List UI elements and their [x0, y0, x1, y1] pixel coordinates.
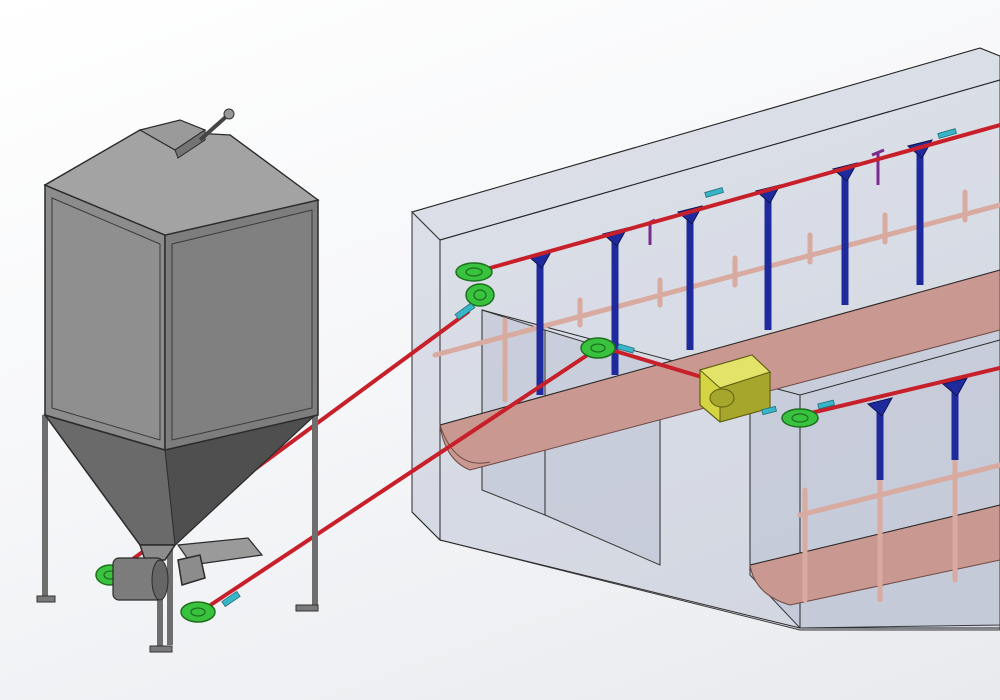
- water-pipe-upper: [432, 202, 1000, 358]
- feed-line-ceiling: [488, 123, 1000, 270]
- house-edge-top: [411, 47, 1000, 213]
- feed-line-supply-2: [198, 348, 597, 614]
- drop-funnel: [941, 377, 968, 397]
- feed-line-to-motor: [603, 346, 707, 380]
- water-pipe-lower: [797, 462, 1000, 518]
- silo-foot: [295, 604, 319, 612]
- drive-motor: [698, 354, 778, 423]
- pipe-joint: [221, 590, 241, 608]
- drop-funnel: [866, 397, 893, 417]
- corner-wheel-lower: [781, 408, 819, 428]
- trough-lower: [749, 504, 1000, 606]
- trough-upper-rim: [439, 269, 1000, 426]
- silo-roof-back: [43, 129, 320, 236]
- pipe-joint: [937, 128, 957, 139]
- trough-lower-rim: [749, 504, 1000, 566]
- feed-line-lower: [788, 366, 1000, 420]
- water-lines: [432, 189, 1000, 603]
- silo-outlet: [138, 544, 177, 561]
- pipe-joint: [704, 187, 724, 198]
- house-side-wall: [411, 210, 441, 542]
- house-mid-ridge: [481, 309, 1000, 396]
- silo-foot: [36, 595, 56, 603]
- pipe-joint: [817, 399, 835, 410]
- trough-upper-lip: [439, 424, 491, 464]
- pipe-joint: [616, 343, 635, 354]
- silo-foot: [149, 645, 173, 653]
- corner-wheel-house: [580, 337, 616, 359]
- silo: [36, 108, 320, 653]
- corner-wheel-silo-bottom: [180, 601, 216, 623]
- silo-vent-lever: [198, 113, 230, 142]
- silo-vent-knob: [223, 108, 235, 120]
- corner-wheel-mid: [465, 283, 495, 307]
- house-edge-bottom: [411, 511, 1000, 629]
- house-edge-inner-top: [439, 79, 1000, 241]
- corner-wheel-upper: [455, 262, 493, 282]
